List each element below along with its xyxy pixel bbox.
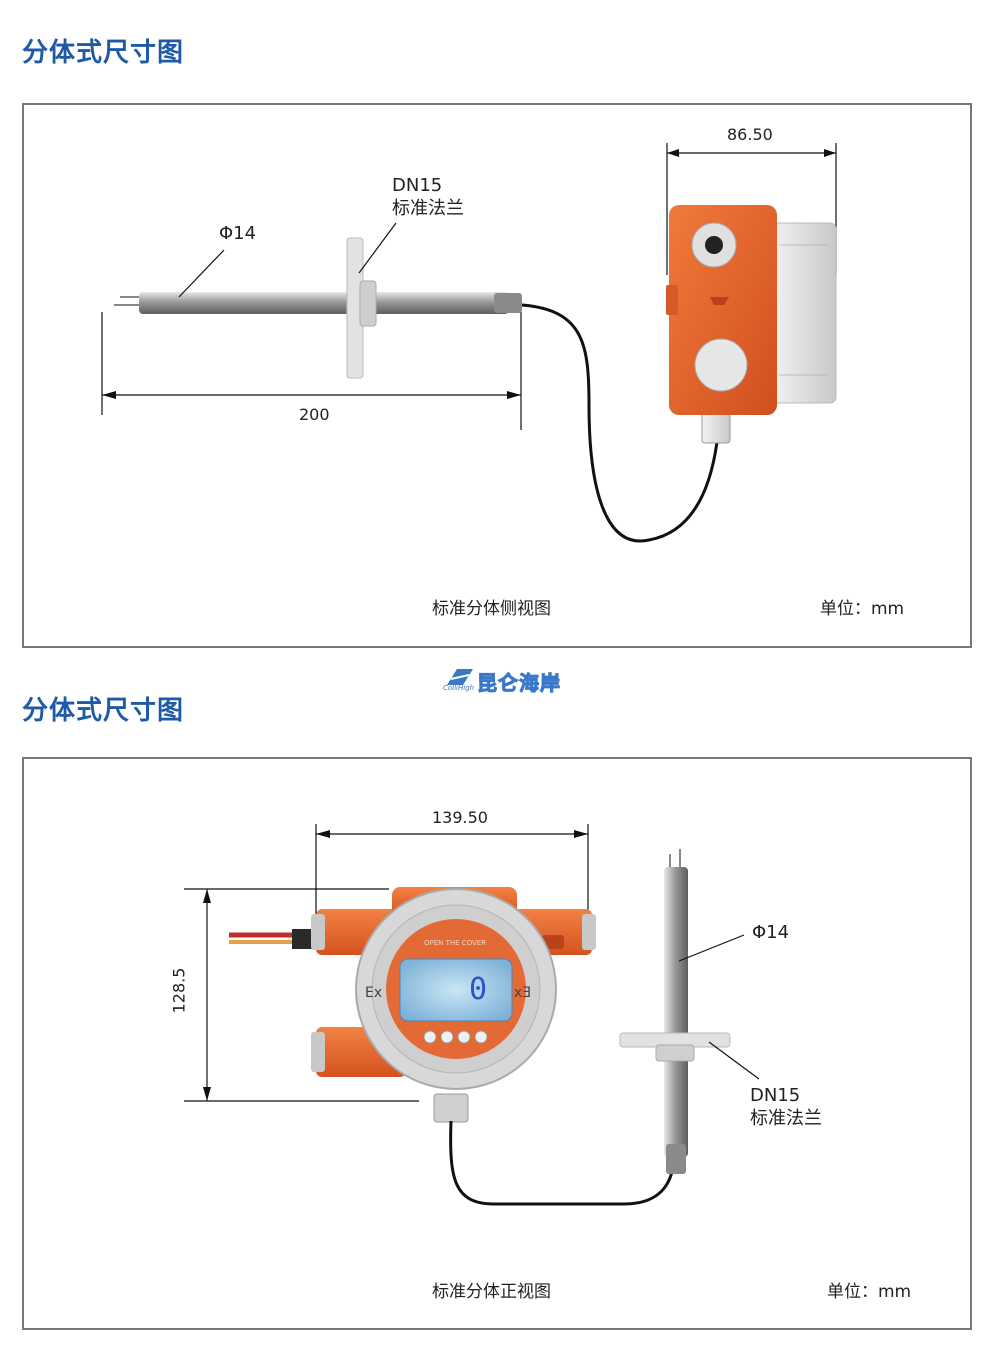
unit-label-front: 单位：mm	[827, 1282, 912, 1302]
logo-text: 昆仑海岸	[477, 671, 561, 696]
dim-width-label-front: 139.50	[432, 808, 488, 827]
flange-label-front-line2: 标准法兰	[750, 1108, 822, 1129]
front-view-panel: 0 OPEN THE COVER Ex Ex 139.50 128.5 Φ14 …	[22, 757, 972, 1330]
diameter-label: Φ14	[219, 223, 257, 244]
logo-subtext: ColliHigh	[443, 684, 475, 692]
dim-length-label: 200	[299, 405, 330, 424]
logo-mark-icon	[447, 669, 473, 685]
lcd-value: 0	[469, 972, 488, 1007]
flange-label-front-line1: DN15	[750, 1085, 801, 1106]
ex-mark-right: Ex	[514, 985, 532, 1001]
side-view-caption: 标准分体侧视图	[432, 599, 551, 619]
front-view-drawing	[184, 824, 760, 1206]
section-title-front: 分体式尺寸图	[22, 696, 185, 726]
side-view-drawing	[101, 143, 837, 543]
dim-height-label: 128.5	[169, 967, 189, 1014]
dim-width-label: 86.50	[727, 125, 773, 144]
side-view-panel: 86.50 200 Φ14 DN15 标准法兰 标准分体侧视图 单位：mm	[22, 103, 972, 648]
brand-logo: 昆仑海岸 ColliHigh	[443, 665, 573, 696]
section-title-side: 分体式尺寸图	[22, 38, 185, 68]
cover-text: OPEN THE COVER	[424, 939, 487, 947]
unit-label: 单位：mm	[820, 599, 905, 619]
flange-label-line2: 标准法兰	[392, 198, 464, 219]
front-view-caption: 标准分体正视图	[432, 1282, 551, 1302]
diameter-label-front: Φ14	[752, 922, 790, 943]
ex-mark-left: Ex	[365, 985, 383, 1001]
flange-label-line1: DN15	[392, 175, 443, 196]
